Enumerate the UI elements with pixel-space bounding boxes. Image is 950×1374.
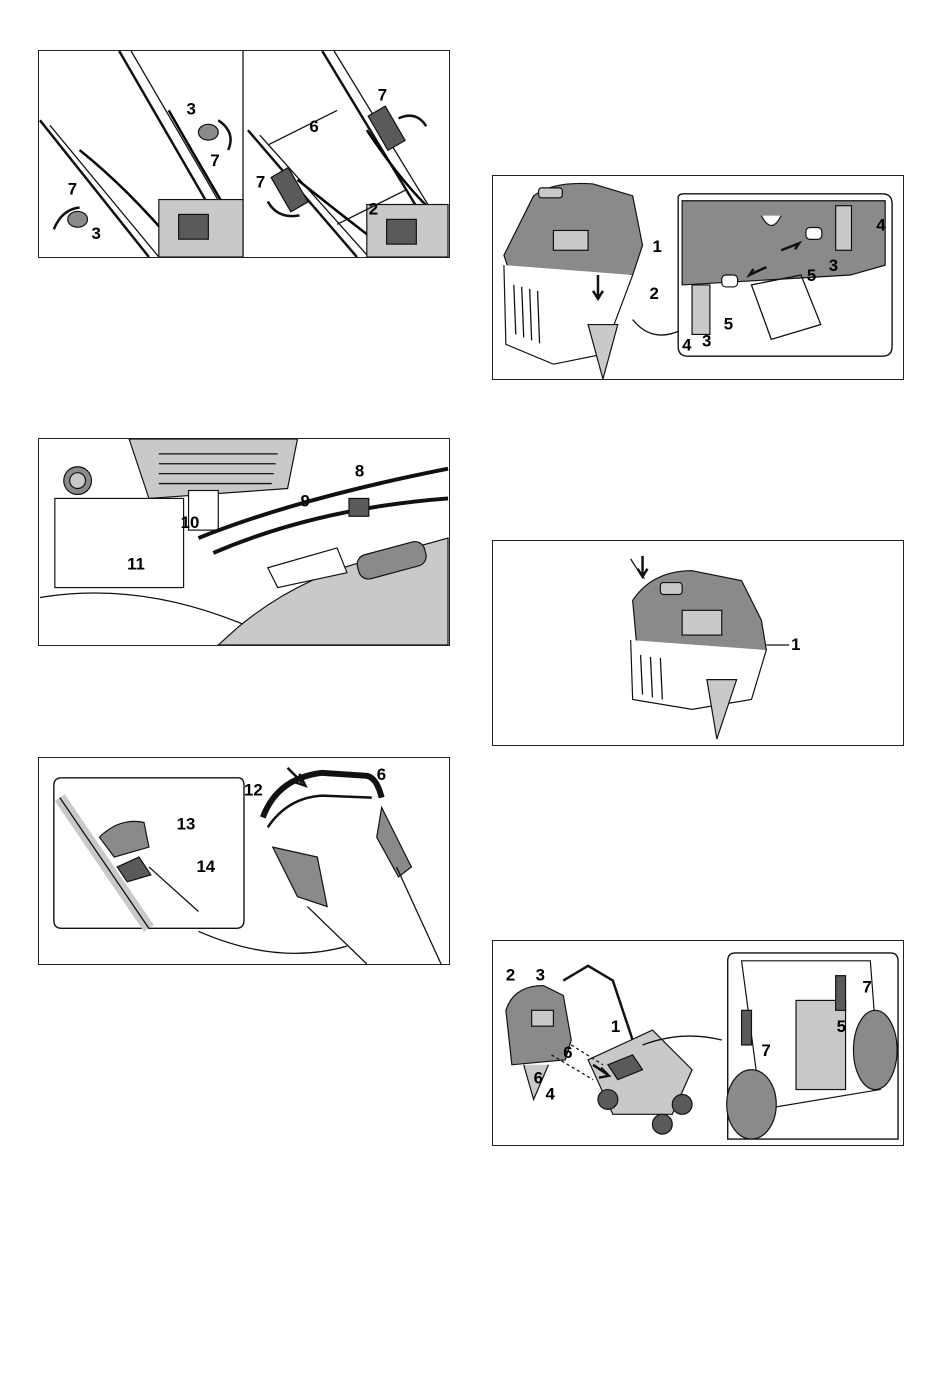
callout-7-right: 7 <box>256 173 265 192</box>
callout-14: 14 <box>196 857 215 876</box>
callout-3-top: 3 <box>187 99 196 118</box>
callout-7-left: 7 <box>761 1041 770 1060</box>
callout-3-right: 3 <box>829 256 838 275</box>
callout-2: 2 <box>369 199 378 218</box>
callout-6: 6 <box>377 765 386 784</box>
figure-catcher-assembly: 1 2 4 3 5 3 4 5 <box>492 175 904 380</box>
callout-1: 1 <box>611 1017 620 1036</box>
callout-7-right-top: 7 <box>378 86 387 105</box>
handle-lever-illustration: 13 14 12 6 <box>39 758 449 964</box>
callout-4: 4 <box>545 1084 555 1103</box>
callout-5-right: 5 <box>807 266 816 285</box>
catcher-attach-illustration: 2 3 1 6 6 4 7 5 7 <box>493 941 903 1145</box>
callout-6: 6 <box>309 117 318 136</box>
catcher-assembly-illustration: 1 2 4 3 5 3 4 5 <box>493 176 903 379</box>
callout-4-right: 4 <box>876 215 886 234</box>
cable-routing-illustration: 10 11 9 8 <box>39 439 449 645</box>
callout-6-bottom: 6 <box>534 1069 543 1088</box>
figure-catcher-lid: 1 <box>492 540 904 746</box>
callout-5: 5 <box>837 1017 846 1036</box>
handle-fitting-illustration: 7 3 3 7 6 7 7 2 <box>39 51 449 257</box>
callout-12: 12 <box>244 781 263 800</box>
catcher-lid-illustration: 1 <box>493 541 903 745</box>
callout-13: 13 <box>177 814 196 833</box>
callout-7-left: 7 <box>68 180 77 199</box>
figure-cable-routing: 10 11 9 8 <box>38 438 450 646</box>
callout-9: 9 <box>300 491 309 510</box>
callout-7-top: 7 <box>862 977 871 996</box>
callout-11: 11 <box>127 555 145 574</box>
callout-5-left: 5 <box>724 314 733 333</box>
callout-7-top: 7 <box>210 151 219 170</box>
callout-1: 1 <box>791 635 800 654</box>
callout-10: 10 <box>181 513 200 532</box>
callout-3-left: 3 <box>702 331 711 350</box>
callout-4-left: 4 <box>682 335 692 354</box>
figure-handle-lever: 13 14 12 6 <box>38 757 450 965</box>
figure-catcher-attach: 2 3 1 6 6 4 7 5 7 <box>492 940 904 1146</box>
callout-2: 2 <box>506 966 515 985</box>
callout-8: 8 <box>355 462 364 481</box>
callout-6-top: 6 <box>563 1043 572 1062</box>
figure-handle-fitting: 7 3 3 7 6 7 7 2 <box>38 50 450 258</box>
callout-1: 1 <box>652 237 661 256</box>
callout-2: 2 <box>649 284 658 303</box>
callout-3: 3 <box>536 966 545 985</box>
callout-3-left: 3 <box>91 224 100 243</box>
